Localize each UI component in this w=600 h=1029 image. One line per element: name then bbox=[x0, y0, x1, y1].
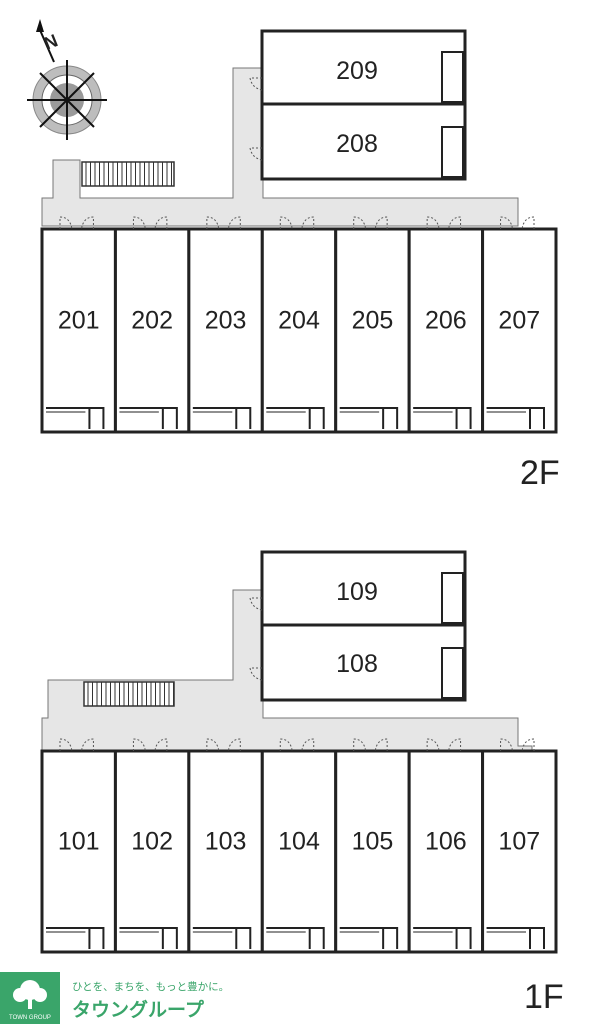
unit-number: 104 bbox=[278, 828, 320, 856]
unit-202: 202 bbox=[113, 216, 191, 434]
unit-103: 103 bbox=[187, 738, 264, 954]
compass-north-label: N bbox=[41, 30, 61, 53]
unit-number: 109 bbox=[336, 578, 378, 606]
unit-number: 201 bbox=[58, 307, 100, 335]
unit-109: 109 bbox=[260, 550, 467, 627]
floor-1f: 109 108 101 102 103 104 105 106 107 1F bbox=[40, 550, 564, 1016]
unit-number: 102 bbox=[131, 828, 173, 856]
unit-number: 207 bbox=[498, 307, 540, 335]
stairs-2f bbox=[81, 161, 175, 187]
logo-name: タウングループ bbox=[72, 998, 205, 1021]
unit-number: 205 bbox=[352, 307, 394, 335]
unit-209: 209 bbox=[260, 29, 467, 106]
unit-number: 203 bbox=[205, 307, 247, 335]
logo-mark-text: TOWN GROUP bbox=[9, 1015, 51, 1021]
unit-row-2f: 201 202 203 204 205 206 207 bbox=[40, 216, 558, 434]
unit-205: 205 bbox=[334, 216, 411, 434]
unit-102: 102 bbox=[113, 738, 191, 954]
unit-number: 105 bbox=[352, 828, 394, 856]
unit-105: 105 bbox=[334, 738, 411, 954]
unit-number: 103 bbox=[205, 828, 247, 856]
unit-203: 203 bbox=[187, 216, 264, 434]
corridor-2f bbox=[41, 67, 519, 227]
unit-number: 206 bbox=[425, 307, 467, 335]
unit-number: 208 bbox=[336, 130, 378, 158]
logo-tagline: ひとを、まちを、もっと豊かに。 bbox=[72, 980, 229, 993]
unit-107: 107 bbox=[481, 738, 558, 954]
unit-number: 107 bbox=[498, 828, 540, 856]
floor-2f: 209 208 201 202 203 204 205 206 207 2F bbox=[40, 29, 560, 492]
unit-number: 204 bbox=[278, 307, 320, 335]
unit-207: 207 bbox=[481, 216, 558, 434]
tree-icon bbox=[13, 980, 47, 1009]
unit-201: 201 bbox=[40, 216, 117, 434]
unit-208: 208 bbox=[260, 102, 467, 181]
stairs-1f bbox=[83, 681, 175, 707]
unit-number: 108 bbox=[336, 650, 378, 678]
unit-108: 108 bbox=[260, 623, 467, 702]
unit-101: 101 bbox=[40, 738, 117, 954]
unit-104: 104 bbox=[260, 738, 338, 954]
unit-row-1f: 101 102 103 104 105 106 107 bbox=[40, 738, 558, 954]
unit-number: 209 bbox=[336, 57, 378, 85]
unit-106: 106 bbox=[407, 738, 485, 954]
unit-206: 206 bbox=[407, 216, 485, 434]
unit-number: 106 bbox=[425, 828, 467, 856]
unit-204: 204 bbox=[260, 216, 338, 434]
floor-label-2f: 2F bbox=[520, 454, 560, 492]
floor-label-1f: 1F bbox=[524, 978, 564, 1016]
unit-number: 202 bbox=[131, 307, 173, 335]
compass-icon: N bbox=[27, 19, 107, 140]
company-logo: TOWN GROUP ひとを、まちを、もっと豊かに。 タウングループ bbox=[0, 972, 229, 1024]
unit-number: 101 bbox=[58, 828, 100, 856]
